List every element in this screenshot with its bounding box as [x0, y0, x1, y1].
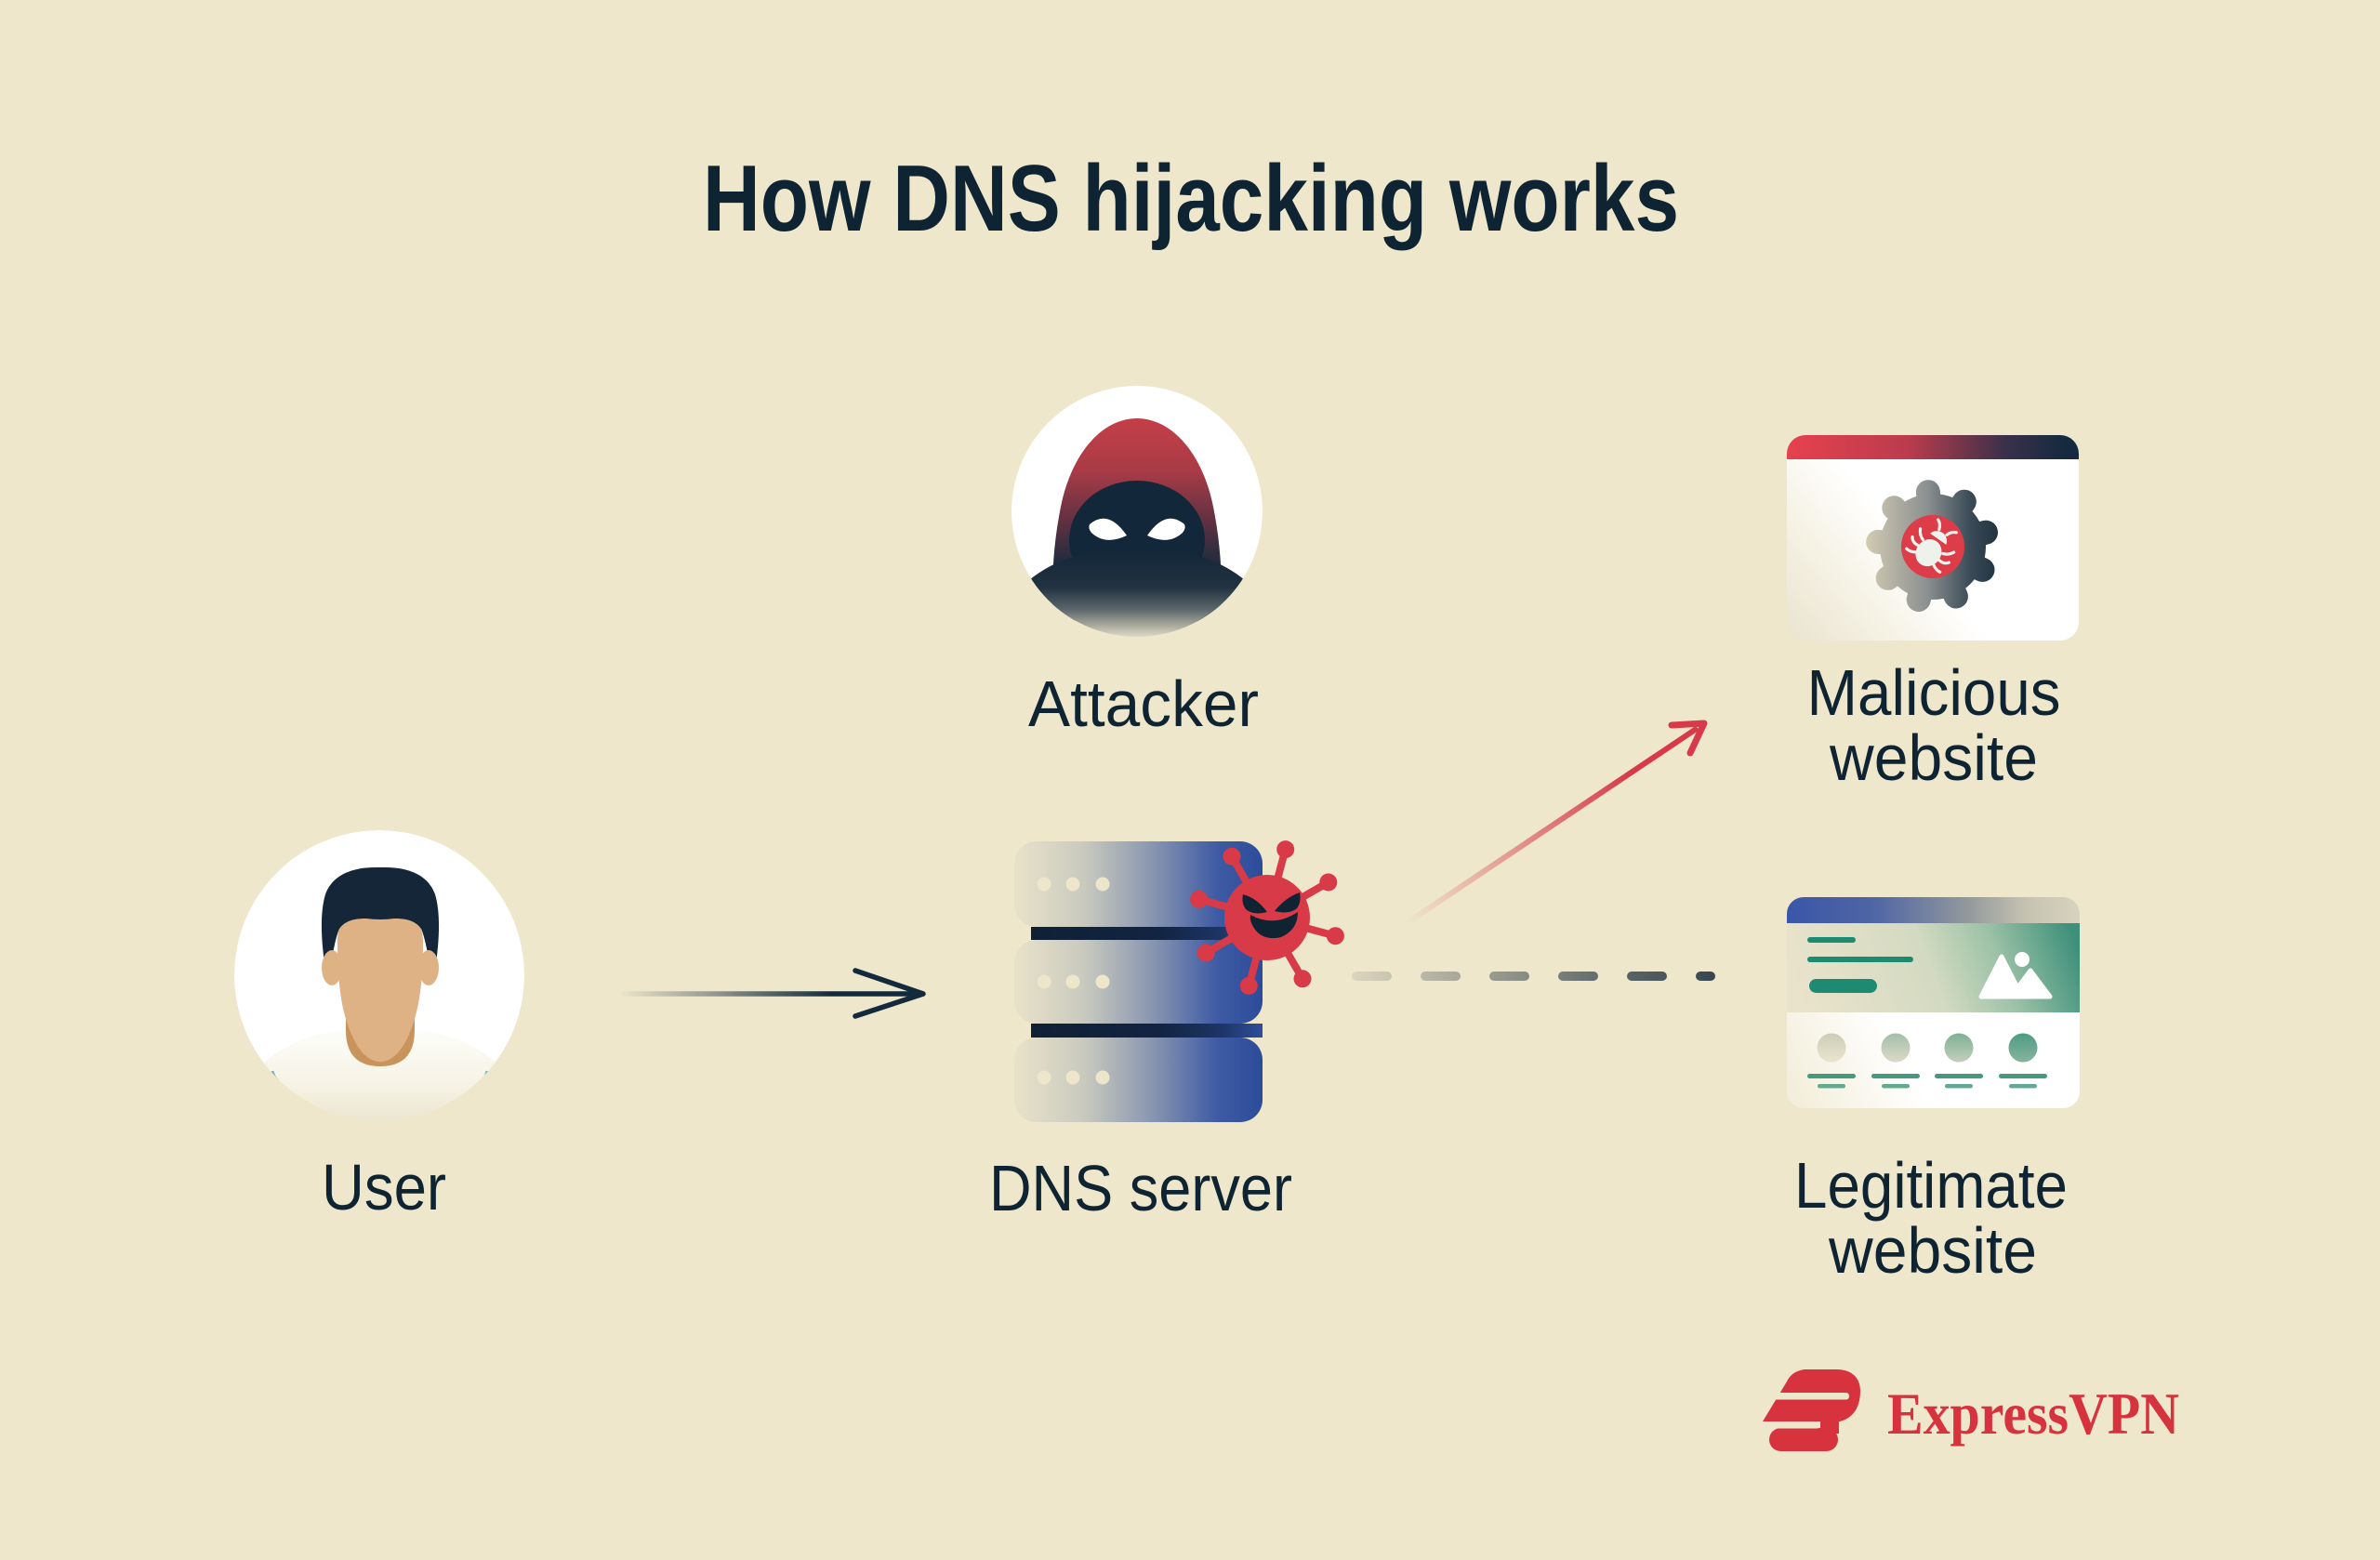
svg-text:Malicious: Malicious [1807, 656, 2061, 729]
svg-text:DNS server: DNS server [989, 1152, 1292, 1224]
svg-text:Legitimate: Legitimate [1794, 1149, 2068, 1222]
svg-text:Attacker: Attacker [1028, 668, 1259, 740]
svg-text:User: User [322, 1151, 446, 1223]
svg-text:How DNS hijacking works: How DNS hijacking works [703, 147, 1679, 251]
svg-text:website: website [1828, 1214, 2037, 1287]
svg-text:ExpressVPN: ExpressVPN [1887, 1381, 2179, 1447]
svg-text:website: website [1829, 721, 2038, 794]
